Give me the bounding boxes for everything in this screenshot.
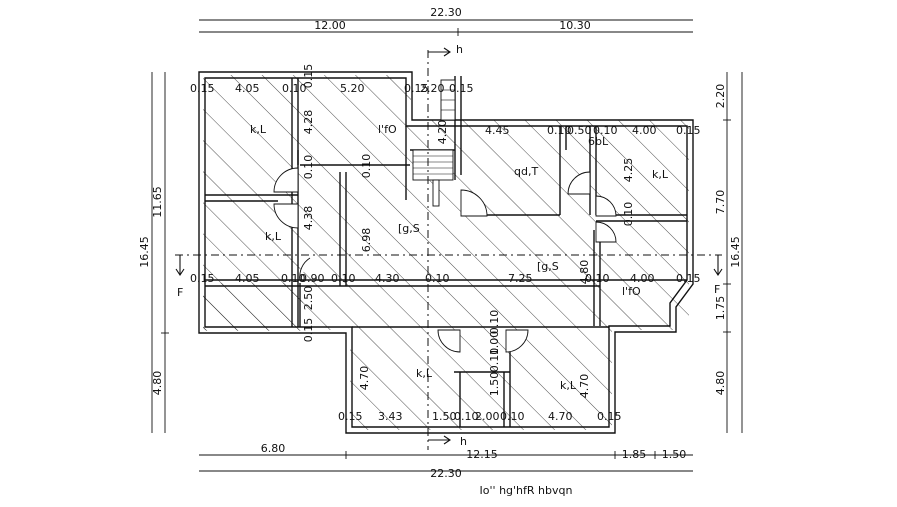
- inner-dim: 7.25: [508, 272, 533, 285]
- dim-top-right: 10.30: [559, 19, 591, 32]
- inner-dim: 4.00: [632, 124, 657, 137]
- inner-dim: 0.10: [500, 410, 525, 423]
- inner-dim-v: 4.38: [302, 206, 315, 231]
- inner-dim: 1.50: [432, 410, 457, 423]
- inner-dim: 0.10: [454, 410, 479, 423]
- section-mark-top: h: [456, 43, 463, 56]
- room-wc: 6bL: [588, 135, 609, 148]
- room-hall-2: [g,S: [537, 260, 559, 273]
- dim-right-overall: 16.45: [729, 236, 742, 268]
- inner-dim: 0.15: [676, 272, 701, 285]
- stair-block: [412, 79, 456, 207]
- dim-left-overall: 16.45: [138, 236, 151, 268]
- inner-dim-v: 4.70: [578, 374, 591, 399]
- room-bed-1: k,L: [250, 123, 267, 136]
- room-bed-2: k,L: [265, 230, 282, 243]
- dim-left-lower: 4.80: [151, 371, 164, 396]
- inner-dim: 4.05: [235, 82, 260, 95]
- inner-dim: 4.70: [548, 410, 573, 423]
- inner-dim: 0.50: [567, 124, 592, 137]
- inner-dim-v: 0.10: [360, 154, 373, 179]
- inner-dim: 0.10: [282, 82, 307, 95]
- inner-dim-v: 4.25: [622, 158, 635, 183]
- dim-right-mid: 7.70: [714, 190, 727, 215]
- dimension-lines: [151, 19, 743, 472]
- dim-bottom-b: 12.15: [466, 448, 498, 461]
- inner-dim-v: 4.70: [358, 366, 371, 391]
- inner-dim: 0.15: [597, 410, 622, 423]
- section-arrows: [175, 47, 723, 445]
- inner-dim-v: 0.10: [488, 348, 501, 373]
- drawing-title: Io'' hg'hfR hbvqn: [480, 484, 573, 497]
- dim-bottom-d: 1.50: [662, 448, 687, 461]
- inner-dim: 0.15: [449, 82, 474, 95]
- inner-dim: 2.00: [475, 410, 500, 423]
- dim-bottom-a: 6.80: [261, 442, 286, 455]
- dimension-labels: 22.30 12.00 10.30 6.80 12.15 1.85 1.50 2…: [138, 6, 742, 497]
- inner-dim: 0.10: [281, 272, 306, 285]
- dim-bottom-overall: 22.30: [430, 467, 462, 480]
- section-mark-left: F: [177, 286, 183, 299]
- inner-dim-v: 0.15: [302, 318, 315, 343]
- dim-left-upper: 11.65: [151, 186, 164, 218]
- inner-dim-v: 0.10: [488, 310, 501, 335]
- inner-dim: 2.20: [420, 82, 445, 95]
- inner-dim: 0.10: [425, 272, 450, 285]
- inner-dim: 4.05: [235, 272, 260, 285]
- inner-dim-v: 6.98: [360, 228, 373, 253]
- section-lines: [175, 50, 722, 450]
- inner-dim: 0.10: [585, 272, 610, 285]
- inner-dim: 0.15: [190, 272, 215, 285]
- inner-dim: 4.45: [485, 124, 510, 137]
- inner-dim: 0.10: [593, 124, 618, 137]
- inner-dim: 0.15: [676, 124, 701, 137]
- inner-dim-v: 0.10: [302, 155, 315, 180]
- inner-dim: 0.15: [338, 410, 363, 423]
- room-store-1: l'fO: [378, 123, 397, 136]
- inner-dim: 0.15: [404, 82, 429, 95]
- room-hall-1: [g,S: [398, 222, 420, 235]
- room-bed-5: k,L: [560, 379, 577, 392]
- inner-dim: 4.30: [375, 272, 400, 285]
- inner-dim-v: 4.20: [436, 120, 449, 145]
- room-store-2: l'fO: [622, 285, 641, 298]
- room-labels: k,L l'fO k,L [g,S qd,T 6bL k,L [g,S l'fO…: [250, 123, 669, 392]
- inner-dim: 0.15: [190, 82, 215, 95]
- door-swings: [273, 167, 617, 353]
- section-mark-bottom: h: [460, 435, 467, 448]
- inner-dim: 3.43: [378, 410, 403, 423]
- section-mark-right: F: [714, 283, 720, 296]
- dim-bottom-c: 1.85: [622, 448, 647, 461]
- inner-dim-v: 0.10: [622, 202, 635, 227]
- inner-dim: 4.00: [630, 272, 655, 285]
- dim-right-top: 2.20: [714, 84, 727, 109]
- inner-dim: 0.10: [547, 124, 572, 137]
- room-kitchen: qd,T: [514, 165, 538, 178]
- inner-dimensions: 0.15 4.05 0.10 5.20 0.15 2.20 0.15 4.45 …: [190, 64, 701, 423]
- inner-dim-v: 4.80: [578, 260, 591, 285]
- inner-dim-v: 1.00: [488, 331, 501, 356]
- inner-dim: 0.10: [331, 272, 356, 285]
- dim-right-small: 1.75: [714, 296, 727, 321]
- dim-right-lower: 4.80: [714, 371, 727, 396]
- inner-dim-v: 4.28: [302, 110, 315, 135]
- inner-dim-v: 1.50: [488, 372, 501, 397]
- room-bed-3: k,L: [652, 168, 669, 181]
- dim-top-left: 12.00: [314, 19, 346, 32]
- inner-dim: 5.20: [340, 82, 365, 95]
- hatched-floor: [203, 75, 689, 430]
- inner-dim-v: 2.50: [302, 286, 315, 311]
- inner-dim: 0.90: [300, 272, 325, 285]
- room-bed-4: k,L: [416, 367, 433, 380]
- inner-dim-v: 0.15: [302, 64, 315, 89]
- dim-top-overall: 22.30: [430, 6, 462, 19]
